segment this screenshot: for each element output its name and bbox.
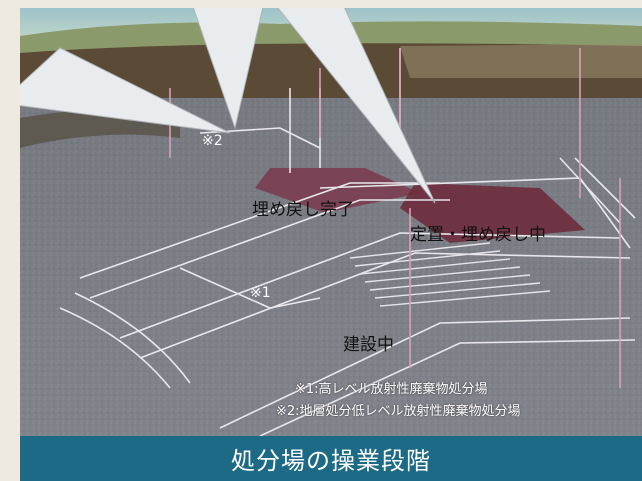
- construction-zone: [349, 242, 551, 307]
- callout-leader-3: [277, 8, 436, 204]
- callout-leader-1: [192, 8, 264, 130]
- note-1-text: ※1:高レベル放射性廃棄物処分場: [295, 382, 488, 397]
- scene-svg: [20, 8, 642, 436]
- caption-title: 処分場の操業段階: [231, 447, 431, 475]
- refilled-label: 埋め戻し完了: [252, 200, 354, 220]
- placing-zone: [400, 183, 585, 243]
- note-2-text: ※2:地層処分低レベル放射性廃棄物処分場: [276, 404, 521, 419]
- tunnel-outlines: [59, 48, 636, 436]
- construction-label: 建設中: [343, 335, 394, 355]
- note-mark-2-label: ※2: [202, 133, 223, 149]
- callout-leader-2: [20, 47, 231, 134]
- soil-cut-face: [400, 44, 642, 78]
- disposal-site-illustration: ※2 埋め戻し完了 定置・埋め戻し中 ※1 建設中 ※1:高レベル放射性廃棄物処…: [20, 8, 642, 436]
- note-mark-1-label: ※1: [250, 285, 271, 301]
- placing-label: 定置・埋め戻し中: [410, 225, 546, 245]
- caption-bar: 処分場の操業段階: [20, 436, 642, 481]
